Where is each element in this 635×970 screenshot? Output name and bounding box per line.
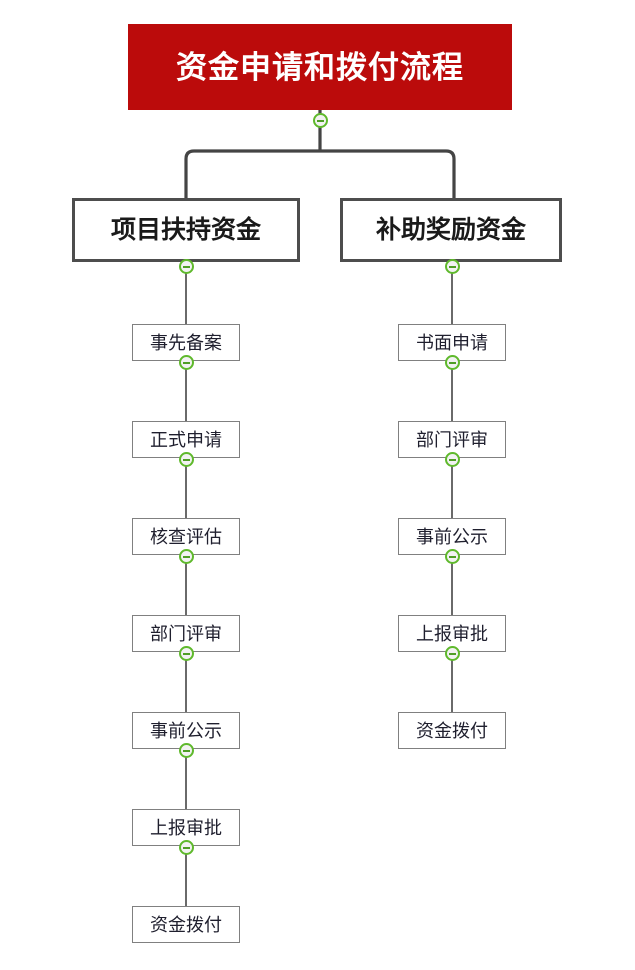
leaf-label: 核查评估 (150, 526, 222, 547)
leaf-label: 书面申请 (416, 332, 488, 353)
branch-label: 项目扶持资金 (110, 215, 261, 244)
connector-branch-bar (184, 149, 456, 198)
leaf-label: 事前公示 (416, 526, 488, 547)
leaf-label: 部门评审 (416, 429, 488, 450)
leaf-label: 部门评审 (150, 623, 222, 644)
leaf-node-right-4[interactable]: 上报审批 (398, 615, 506, 652)
minus-circle-icon-left-3[interactable] (179, 549, 194, 564)
leaf-node-right-2[interactable]: 部门评审 (398, 421, 506, 458)
leaf-label: 上报审批 (150, 817, 222, 838)
leaf-node-left-1[interactable]: 事先备案 (132, 324, 240, 361)
page-title: 资金申请和拨付流程 (176, 49, 464, 85)
minus-circle-icon-branch-left[interactable] (179, 259, 194, 274)
leaf-node-left-4[interactable]: 部门评审 (132, 615, 240, 652)
leaf-node-right-1[interactable]: 书面申请 (398, 324, 506, 361)
minus-circle-icon-right-4[interactable] (445, 646, 460, 661)
minus-circle-icon-right-1[interactable] (445, 355, 460, 370)
leaf-label: 正式申请 (150, 429, 222, 450)
minus-circle-icon-branch-right[interactable] (445, 259, 460, 274)
minus-circle-icon-left-2[interactable] (179, 452, 194, 467)
minus-circle-icon-left-4[interactable] (179, 646, 194, 661)
root-node[interactable]: 资金申请和拨付流程 (128, 24, 512, 110)
leaf-label: 资金拨付 (150, 914, 222, 935)
minus-circle-icon-right-2[interactable] (445, 452, 460, 467)
minus-circle-icon-left-6[interactable] (179, 840, 194, 855)
leaf-label: 资金拨付 (416, 720, 488, 741)
branch-label: 补助奖励资金 (375, 215, 526, 244)
minus-circle-icon-left-5[interactable] (179, 743, 194, 758)
minus-circle-icon-root[interactable] (313, 113, 328, 128)
branch-node-project-support-funds[interactable]: 项目扶持资金 (72, 198, 300, 262)
leaf-label: 事前公示 (150, 720, 222, 741)
minus-circle-icon-left-1[interactable] (179, 355, 194, 370)
leaf-label: 上报审批 (416, 623, 488, 644)
leaf-label: 事先备案 (150, 332, 222, 353)
branch-node-subsidy-award-funds[interactable]: 补助奖励资金 (340, 198, 562, 262)
leaf-node-right-5[interactable]: 资金拨付 (398, 712, 506, 749)
leaf-node-left-7[interactable]: 资金拨付 (132, 906, 240, 943)
minus-circle-icon-right-3[interactable] (445, 549, 460, 564)
